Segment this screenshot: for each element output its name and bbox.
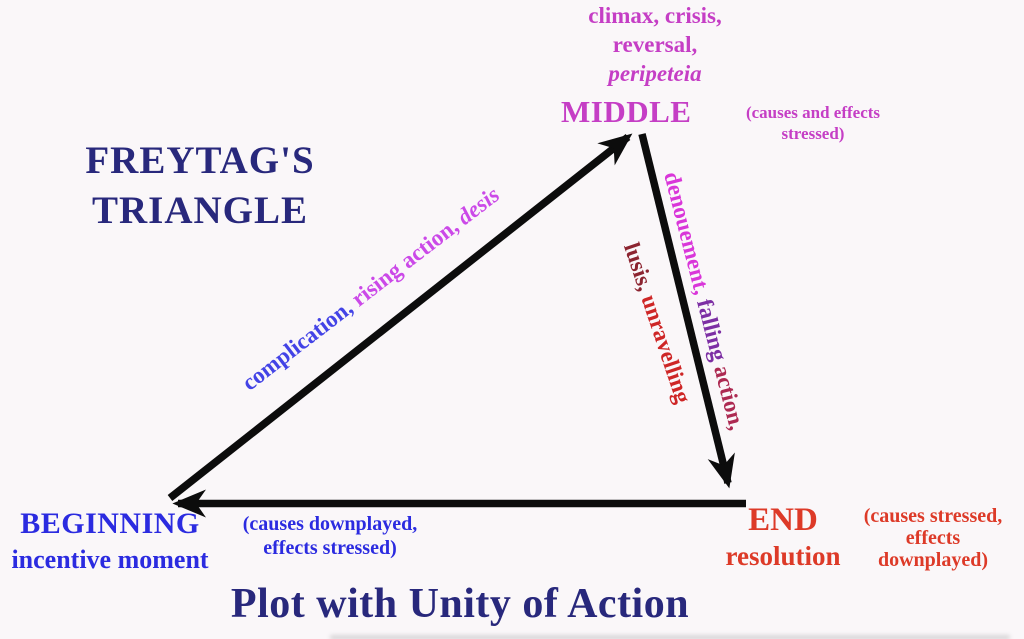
beginning-note: (causes downplayed, effects stressed)	[218, 512, 442, 560]
middle-label: MIDDLE	[561, 94, 692, 129]
end-note-line-3: downplayed)	[877, 549, 989, 571]
beginning-note-line-1: (causes downplayed,	[242, 513, 418, 535]
end-label: END	[748, 502, 818, 538]
middle-note-line-1: (causes and effects	[745, 103, 881, 122]
beginning-label: BEGINNING	[20, 507, 200, 540]
beginning-note-line-2: effects stressed)	[263, 537, 397, 559]
footer-title: Plot with Unity of Action	[230, 581, 690, 627]
diagram-title: FREYTAG'S TRIANGLE	[35, 136, 365, 236]
end-note: (causes stressed, effects downplayed)	[843, 505, 1023, 571]
beginning-block: BEGINNING incentive moment	[0, 507, 220, 575]
apex-line-1: climax, crisis,	[588, 3, 722, 28]
apex-keywords: climax, crisis, reversal, peripeteia	[495, 1, 815, 88]
diagram-title-line-2: TRIANGLE	[91, 189, 309, 232]
end-sublabel: resolution	[725, 541, 841, 571]
apex-line-3: peripeteia	[608, 61, 702, 86]
rising-edge-arrow	[167, 133, 633, 501]
end-note-line-2: effects	[905, 527, 961, 549]
middle-note: (causes and effects stressed)	[706, 102, 920, 144]
beginning-sublabel: incentive moment	[11, 545, 209, 574]
apex-line-2: reversal,	[612, 32, 698, 57]
middle-note-line-2: stressed)	[781, 124, 845, 143]
falling-edge-arrow	[638, 133, 735, 489]
cutoff-text-smudge	[330, 635, 1010, 639]
end-block: END resolution	[712, 502, 854, 571]
diagram-title-line-1: FREYTAG'S	[85, 139, 315, 182]
end-note-line-1: (causes stressed,	[863, 505, 1003, 527]
